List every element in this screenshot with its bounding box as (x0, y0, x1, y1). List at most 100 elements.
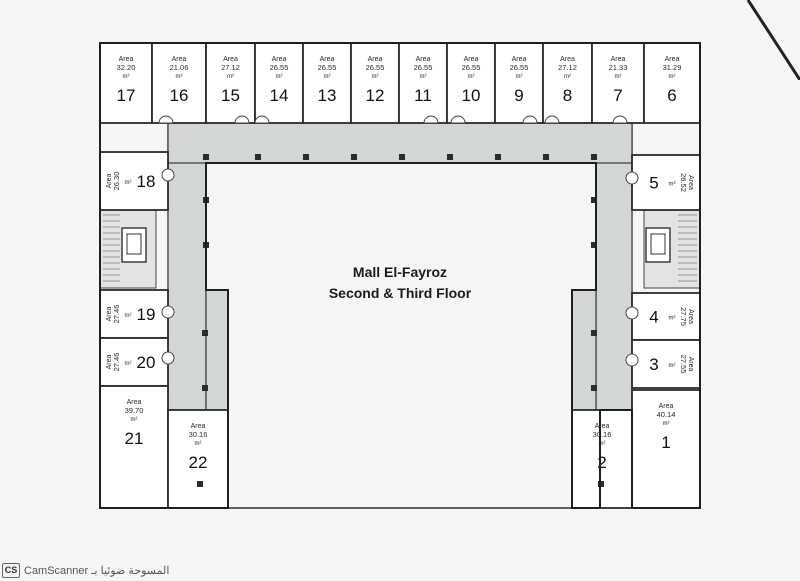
door-icon (625, 353, 639, 367)
unit-area-value: 27.12 (558, 63, 577, 72)
unit-area-label: Area (659, 403, 674, 410)
column-marker (399, 154, 405, 160)
unit-number: 9 (514, 86, 523, 105)
unit-outline (643, 42, 701, 124)
door-icon (161, 168, 175, 182)
unit-number: 2 (597, 453, 606, 472)
unit-area-value: 26.55 (366, 63, 385, 72)
unit-area-value: 21.33 (609, 63, 628, 72)
door-icon (254, 115, 270, 124)
unit-area-value: 27.55 (679, 355, 688, 374)
unit-outline (205, 42, 256, 124)
unit-number: 13 (318, 86, 337, 105)
unit-area-value: 26.55 (270, 63, 289, 72)
unit-area-value: 31.29 (663, 63, 682, 72)
unit-outline (494, 42, 544, 124)
unit-number: 21 (125, 429, 144, 448)
column-marker (495, 154, 501, 160)
unit-number: 16 (170, 86, 189, 105)
corridor-right (595, 122, 633, 411)
unit-area-label: Area (106, 174, 113, 189)
unit-area-label: Area (127, 399, 142, 406)
column-marker (591, 197, 597, 203)
unit-area-unit: m² (669, 182, 676, 188)
unit-outline (542, 42, 593, 124)
column-marker (351, 154, 357, 160)
unit-area-value: 27.75 (679, 307, 688, 326)
unit-area-unit: m² (372, 74, 379, 80)
corridor-left-lower (205, 289, 229, 411)
unit-number: 20 (137, 353, 156, 372)
unit-number: 8 (563, 86, 572, 105)
column-marker (543, 154, 549, 160)
column-marker (591, 385, 597, 391)
unit-area-value: 26.52 (679, 173, 688, 192)
unit-area-value: 27.46 (112, 353, 121, 372)
unit-area-label: Area (223, 56, 238, 63)
unit-area-label: Area (687, 357, 694, 372)
corridor-left (167, 122, 207, 411)
camscanner-logo-icon: CS (2, 563, 20, 578)
unit-number: 10 (462, 86, 481, 105)
unit-area-label: Area (687, 309, 694, 324)
corner-mark (746, 0, 800, 80)
door-icon (625, 171, 639, 185)
unit-area-label: Area (464, 56, 479, 63)
unit-number: 11 (414, 86, 432, 105)
unit-area-value: 27.12 (221, 63, 240, 72)
column-marker (591, 154, 597, 160)
unit-number: 7 (613, 86, 622, 105)
unit-area-label: Area (665, 56, 680, 63)
unit-area-label: Area (191, 423, 206, 430)
unit-area-unit: m² (663, 421, 670, 427)
door-icon (161, 351, 175, 365)
unit-outline (99, 337, 169, 387)
unit-area-unit: m² (324, 74, 331, 80)
stairwell-left (99, 209, 157, 289)
unit-area-unit: m² (420, 74, 427, 80)
unit-outline (446, 42, 496, 124)
unit-area-unit: m² (125, 180, 132, 186)
door-icon (612, 115, 628, 124)
unit-number: 4 (649, 308, 658, 327)
unit-number: 3 (649, 355, 658, 374)
unit-area-value: 26.55 (318, 63, 337, 72)
unit-area-value: 30.16 (593, 430, 612, 439)
building-outline (99, 42, 701, 509)
unit-number: 17 (117, 86, 136, 105)
column-marker (197, 481, 203, 487)
unit-area-value: 26.55 (462, 63, 481, 72)
unit-number: 15 (221, 86, 240, 105)
unit-area-unit: m² (125, 361, 132, 367)
unit-area-unit: m² (669, 363, 676, 369)
unit-number: 22 (189, 453, 208, 472)
column-marker (202, 385, 208, 391)
unit-number: 19 (137, 305, 156, 324)
